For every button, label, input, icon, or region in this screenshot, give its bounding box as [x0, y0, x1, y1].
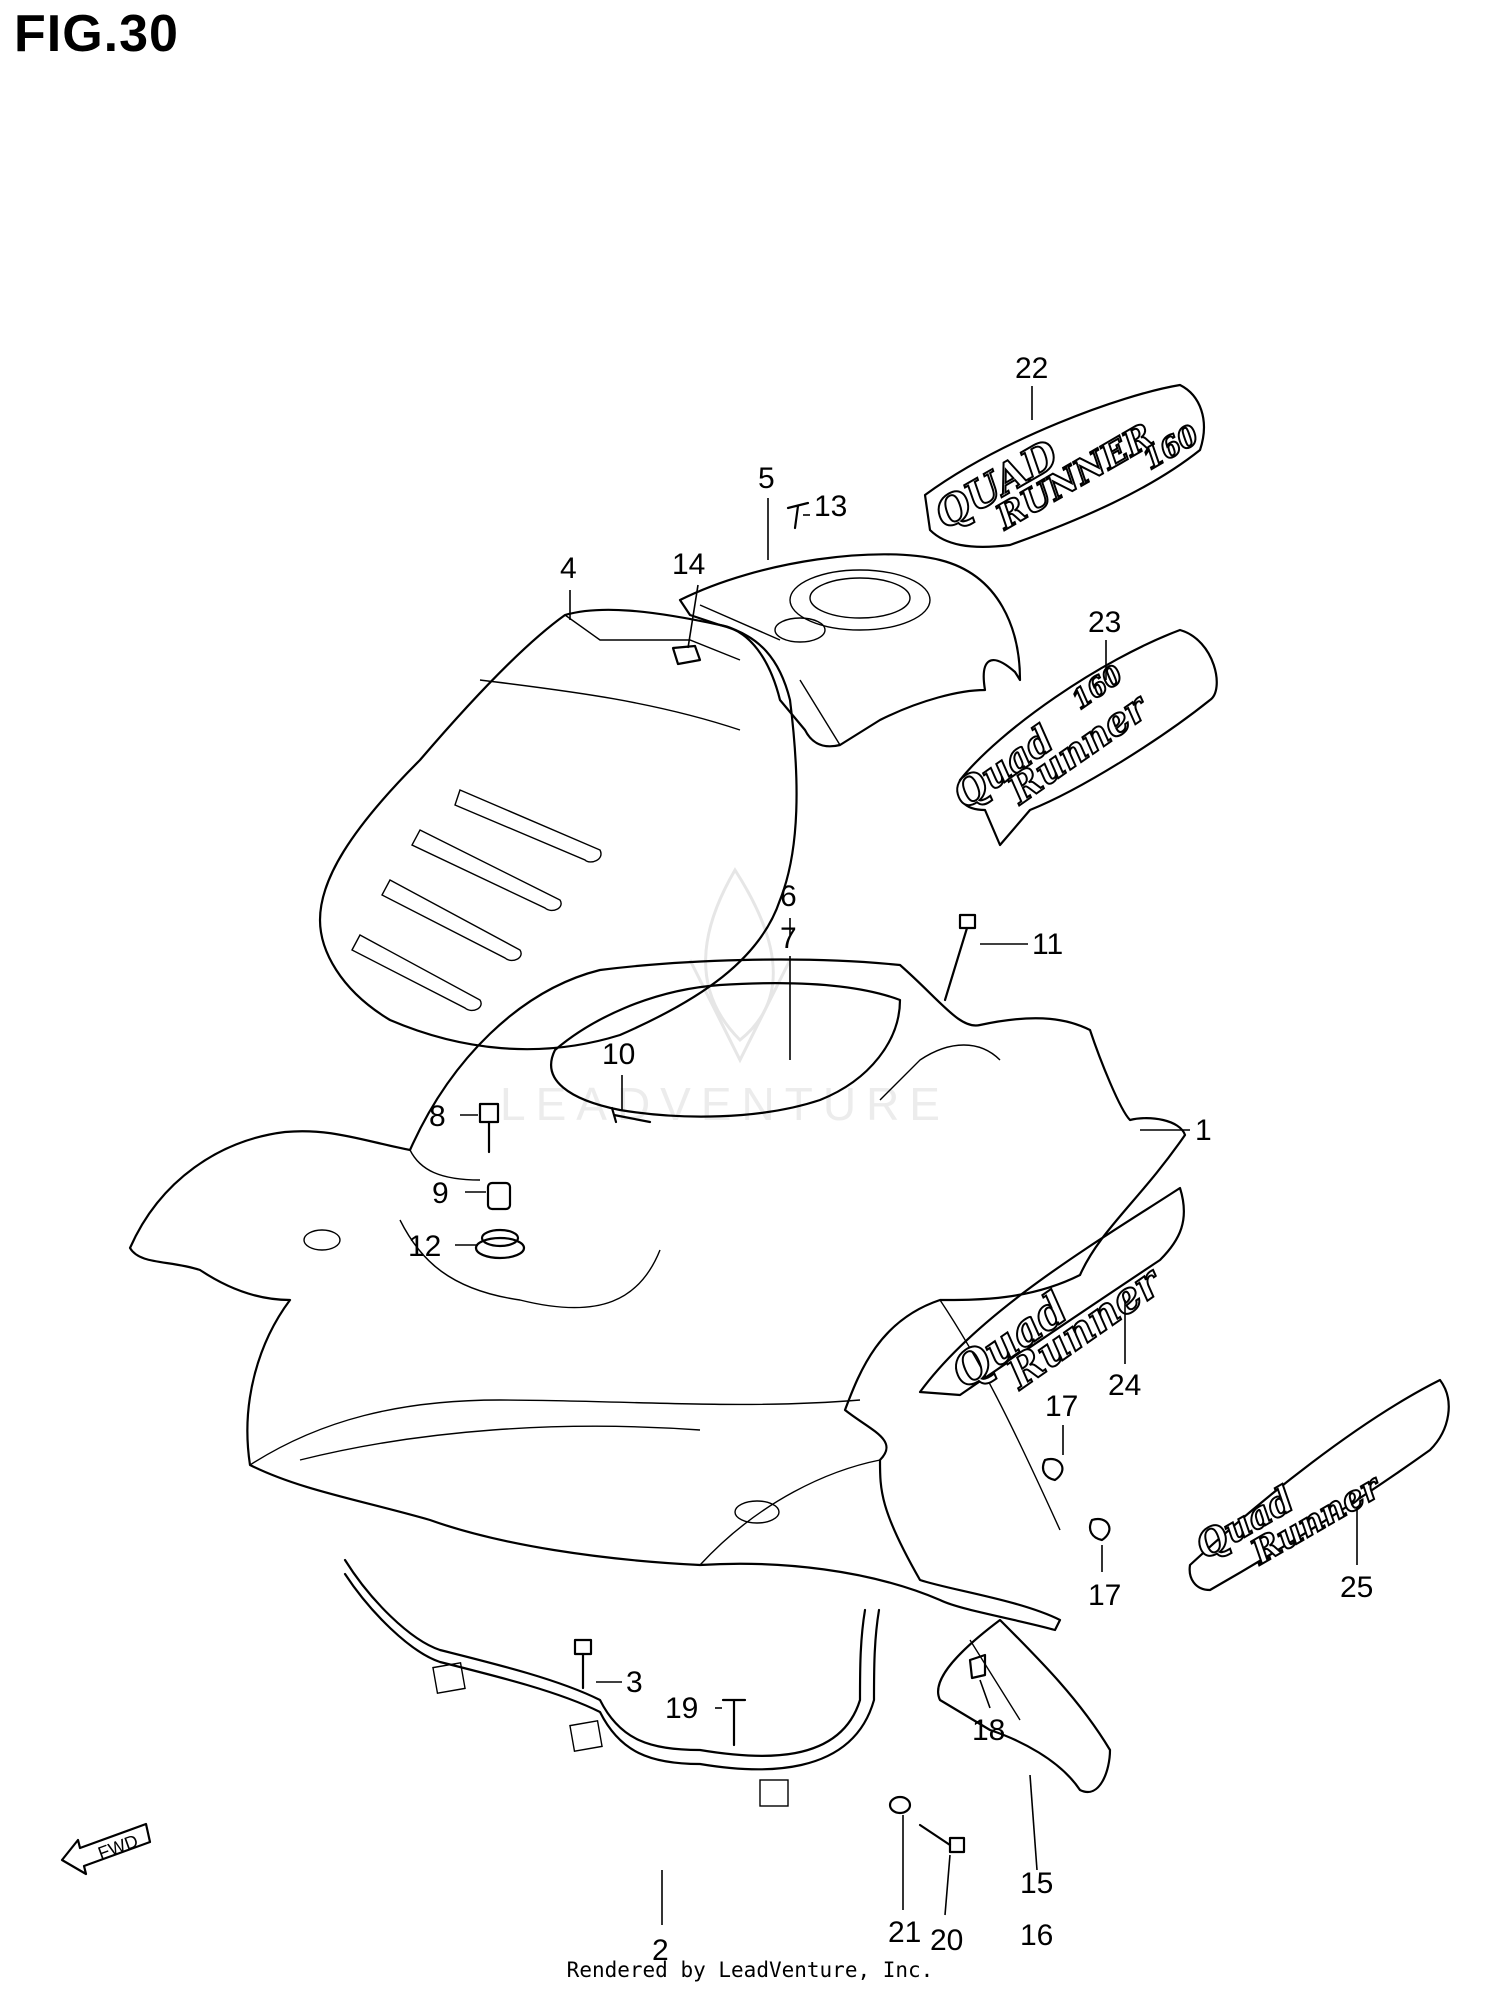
- callouts: 1 2 3 4 5 6 7 8 9 10 11 12 13 14 15 16 1…: [408, 352, 1373, 1967]
- part-3-bolt: [573, 1638, 593, 1690]
- callout-4: 4: [560, 552, 577, 585]
- part-9-spacer: [486, 1181, 512, 1211]
- part-17-clip-b: [1088, 1517, 1111, 1542]
- callout-14: 14: [672, 548, 705, 581]
- part-12-grommet: [474, 1228, 526, 1260]
- callout-10: 10: [602, 1038, 635, 1071]
- part-15-inner-fender: [937, 1618, 1112, 1794]
- callout-6: 6: [780, 880, 797, 913]
- part-13-rivet: [786, 501, 810, 530]
- part-20-bolt: [918, 1823, 966, 1854]
- callout-13: 13: [814, 490, 847, 523]
- decal-22-text3: 160: [1137, 418, 1205, 476]
- part-1-rear-fender: [128, 958, 1187, 1632]
- callout-17b: 17: [1088, 1579, 1121, 1612]
- callout-3: 3: [626, 1666, 643, 1699]
- callout-17a: 17: [1045, 1390, 1078, 1423]
- footer-credit: Rendered by LeadVenture, Inc.: [566, 1958, 934, 1982]
- callout-2: 2: [652, 1934, 669, 1967]
- leader-lines: [455, 386, 1358, 1925]
- callout-18: 18: [972, 1714, 1005, 1747]
- watermark: LEADVENTURE: [500, 867, 950, 1130]
- callout-15: 15: [1020, 1867, 1053, 1900]
- callout-23: 23: [1088, 606, 1121, 639]
- part-17-clip-a: [1041, 1457, 1064, 1482]
- figure-title: FIG.30: [14, 5, 179, 63]
- callout-16: 16: [1020, 1919, 1053, 1952]
- decal-24: Quad Runner: [918, 1186, 1185, 1400]
- fwd-label: FWD: [95, 1831, 140, 1864]
- part-10-screw: [610, 1106, 652, 1124]
- part-4-seat-cover: [318, 608, 798, 1051]
- callout-19: 19: [665, 1692, 698, 1725]
- part-5-tank-cover: [678, 553, 1022, 748]
- callout-11: 11: [1032, 928, 1063, 961]
- part-8-bolt: [478, 1102, 500, 1154]
- part-18-clip: [968, 1653, 987, 1680]
- decal-25: Quad Runner: [1188, 1378, 1450, 1592]
- callout-9: 9: [432, 1177, 449, 1210]
- part-14-clip: [671, 644, 702, 666]
- callout-25: 25: [1340, 1571, 1373, 1604]
- decal-22: QUAD RUNNER 160: [923, 383, 1206, 548]
- part-2-grab-bar: [343, 1558, 881, 1807]
- part-19-screw: [721, 1698, 747, 1747]
- callout-21: 21: [888, 1916, 921, 1949]
- callout-12: 12: [408, 1230, 441, 1263]
- fwd-arrow: FWD: [60, 1822, 152, 1876]
- callout-8: 8: [429, 1100, 446, 1133]
- callout-24: 24: [1108, 1369, 1141, 1402]
- callout-22: 22: [1015, 352, 1048, 385]
- watermark-text: LEADVENTURE: [500, 1078, 950, 1130]
- callout-20: 20: [930, 1924, 963, 1957]
- callout-5: 5: [758, 462, 775, 495]
- decal-23: Quad Runner 160: [943, 628, 1218, 847]
- callout-7: 7: [780, 922, 797, 955]
- part-21-washer: [888, 1795, 912, 1815]
- part-11-bolt: [943, 913, 977, 1002]
- callout-1: 1: [1195, 1114, 1212, 1147]
